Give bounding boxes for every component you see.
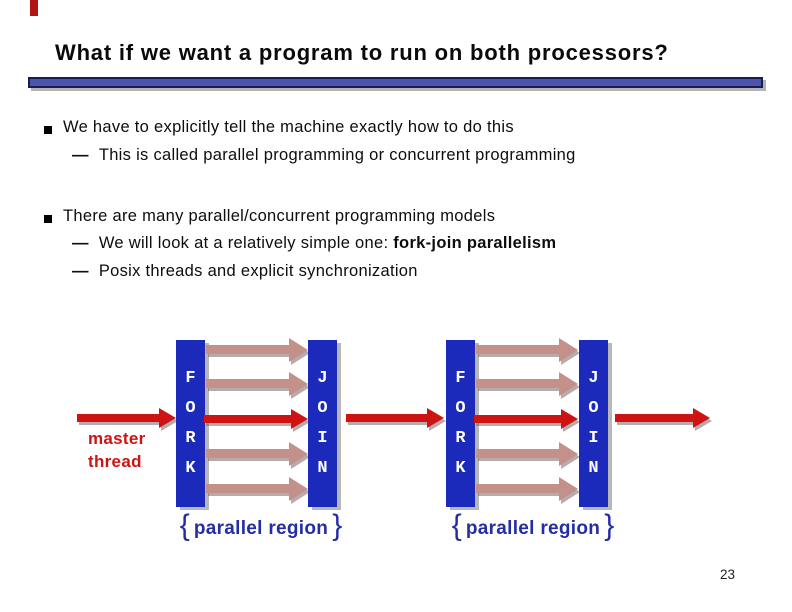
sub-bullet-2-2: — Posix threads and explicit synchroniza… [72, 262, 418, 281]
join-letter: N [317, 458, 328, 478]
arrow-shaft [476, 379, 561, 388]
fork-bar-2: F O R K [446, 340, 475, 507]
sub-bullet-2-1: — We will look at a relatively simple on… [72, 234, 556, 253]
join-letter: J [317, 368, 328, 388]
thread-connect-arrow [346, 406, 444, 430]
sub-bullet-2-1-prefix: We will look at a relatively simple one: [98, 234, 394, 252]
join-bar-1: J O I N [308, 340, 337, 507]
sub-bullet-2-2-text: Posix threads and explicit synchronizati… [98, 262, 418, 280]
arrow-head-icon [159, 408, 176, 428]
join-letter: I [317, 428, 328, 448]
arrow-shaft [206, 345, 291, 354]
fork-letter: O [185, 398, 196, 418]
fork-letter: R [455, 428, 466, 448]
sub-bullet-2-1-bold: fork-join parallelism [393, 234, 557, 252]
join-letter: O [588, 398, 599, 418]
arrow-head-icon [561, 409, 578, 429]
master-exit-arrow [615, 406, 710, 430]
master-thread-arrow [77, 406, 176, 430]
open-brace-icon: { [451, 509, 462, 542]
master-thread-label: master thread [88, 427, 146, 473]
arrow-head-icon [559, 477, 578, 501]
arrow-head-icon [289, 477, 308, 501]
bullet-item-1: We have to explicitly tell the machine e… [63, 118, 514, 136]
arrow-head-icon [289, 338, 308, 362]
worker-thread-arrow [476, 372, 578, 396]
arrow-head-icon [291, 409, 308, 429]
join-letter: O [317, 398, 328, 418]
join-bar-2: J O I N [579, 340, 608, 507]
dash-icon: — [72, 234, 89, 252]
arrow-shaft [474, 415, 563, 423]
arrow-head-icon [559, 372, 578, 396]
arrow-shaft [206, 449, 291, 458]
dash-icon: — [72, 262, 89, 280]
bullet-square-icon [44, 126, 52, 134]
sub-bullet-2-1-text: We will look at a relatively simple one:… [99, 234, 557, 253]
arrow-head-icon [427, 408, 444, 428]
arrow-shaft [476, 345, 561, 354]
title-underline [28, 77, 763, 88]
arrow-head-icon [289, 372, 308, 396]
fork-bar-1: F O R K [176, 340, 205, 507]
fork-letter: K [455, 458, 466, 478]
arrow-shaft [346, 414, 429, 422]
worker-thread-arrow [476, 442, 578, 466]
fork-letter: F [185, 368, 196, 388]
worker-thread-arrow [206, 477, 308, 501]
arrow-shaft [206, 484, 291, 493]
fork-letter: K [185, 458, 196, 478]
parallel-region-label-1: {parallel region} [168, 508, 354, 542]
open-brace-icon: { [179, 509, 190, 542]
slide-title: What if we want a program to run on both… [55, 40, 669, 65]
worker-thread-arrow [206, 442, 308, 466]
fork-letter: F [455, 368, 466, 388]
fork-letter: R [185, 428, 196, 448]
arrow-head-icon [559, 442, 578, 466]
region-label-text: parallel region [465, 518, 601, 539]
arrow-shaft [206, 379, 291, 388]
master-thread-label-line2: thread [88, 452, 142, 471]
dash-icon: — [72, 146, 89, 164]
page-number: 23 [720, 567, 736, 582]
worker-thread-arrow [476, 477, 578, 501]
worker-thread-arrow [476, 338, 578, 362]
join-letter: N [588, 458, 599, 478]
join-letter: J [588, 368, 599, 388]
corner-accent-bar [30, 0, 38, 16]
master-region-arrow [474, 407, 578, 431]
close-brace-icon: } [332, 509, 343, 542]
bullet-item-2: There are many parallel/concurrent progr… [63, 207, 496, 225]
close-brace-icon: } [604, 509, 615, 542]
arrow-head-icon [289, 442, 308, 466]
sub-bullet-1-1-text: This is called parallel programming or c… [98, 146, 576, 164]
region-label-text: parallel region [193, 518, 329, 539]
bullet-square-icon [44, 215, 52, 223]
worker-thread-arrow [206, 338, 308, 362]
master-region-arrow [204, 407, 308, 431]
fork-letter: O [455, 398, 466, 418]
arrow-shaft [77, 414, 161, 422]
arrow-shaft [204, 415, 293, 423]
arrow-shaft [476, 449, 561, 458]
master-thread-label-line1: master [88, 429, 146, 448]
arrow-shaft [615, 414, 695, 422]
join-letter: I [588, 428, 599, 448]
sub-bullet-1-1: — This is called parallel programming or… [72, 146, 576, 165]
arrow-head-icon [559, 338, 578, 362]
arrow-shaft [476, 484, 561, 493]
worker-thread-arrow [206, 372, 308, 396]
arrow-head-icon [693, 408, 710, 428]
parallel-region-label-2: {parallel region} [440, 508, 626, 542]
